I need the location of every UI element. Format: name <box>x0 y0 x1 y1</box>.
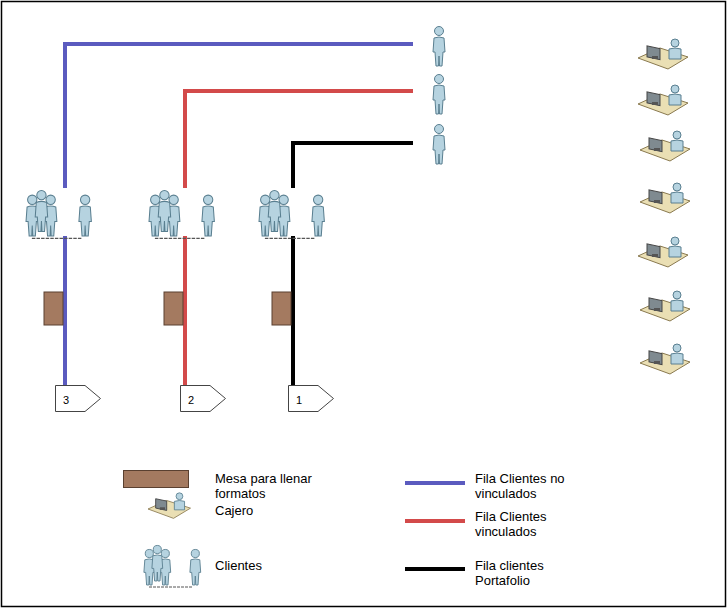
legend-client-icon <box>144 545 201 587</box>
client-group <box>26 191 91 239</box>
cashier-icon <box>638 237 688 267</box>
sign-shape <box>289 386 334 412</box>
queue-number: 1 <box>296 387 302 414</box>
client-group <box>149 191 214 239</box>
legend-line-sample <box>405 519 465 523</box>
cashier-icon <box>640 291 690 321</box>
sign-outline <box>180 385 226 412</box>
queue-line-black <box>291 236 295 385</box>
legend-label: Mesa para llenar formatos <box>215 471 345 501</box>
sign-outline <box>288 385 334 412</box>
queue-line-red <box>183 236 187 385</box>
queue-number: 3 <box>63 387 69 414</box>
cashier-icon <box>638 39 688 69</box>
queue-line-red <box>185 91 413 188</box>
legend-label: Cajero <box>215 503 345 518</box>
queue-line-black <box>293 143 413 188</box>
queue-number-sign: 1 <box>288 385 334 412</box>
cashier-icon <box>640 183 690 213</box>
legend-label: Fila Clientes vinculados <box>475 509 600 539</box>
queue-line-blue <box>63 236 67 385</box>
form-table <box>272 292 291 325</box>
cashier-icon <box>640 131 690 161</box>
client-person <box>433 27 445 67</box>
legend-line-sample <box>405 567 465 571</box>
queue-number-sign: 3 <box>55 385 101 412</box>
client-person <box>433 75 445 115</box>
sign-shape <box>56 386 101 412</box>
form-table <box>44 292 63 325</box>
queue-line-blue <box>65 44 413 188</box>
client-person <box>433 125 445 165</box>
cashier-icon <box>640 344 690 374</box>
legend-label: Clientes <box>215 558 345 573</box>
client-group <box>259 191 324 239</box>
sign-shape <box>181 386 226 412</box>
form-table <box>164 292 183 325</box>
sign-outline <box>55 385 101 412</box>
queue-number: 2 <box>188 387 194 414</box>
legend-label: Fila clientes Portafolio <box>475 558 600 588</box>
legend-line-sample <box>405 481 465 485</box>
queue-lines <box>65 44 413 385</box>
legend-label: Fila Clientes no vinculados <box>475 471 600 501</box>
legend-cashier-icon <box>148 493 191 518</box>
legend-swatch <box>123 470 189 488</box>
queue-number-sign: 2 <box>180 385 226 412</box>
cashier-icon <box>638 85 688 115</box>
